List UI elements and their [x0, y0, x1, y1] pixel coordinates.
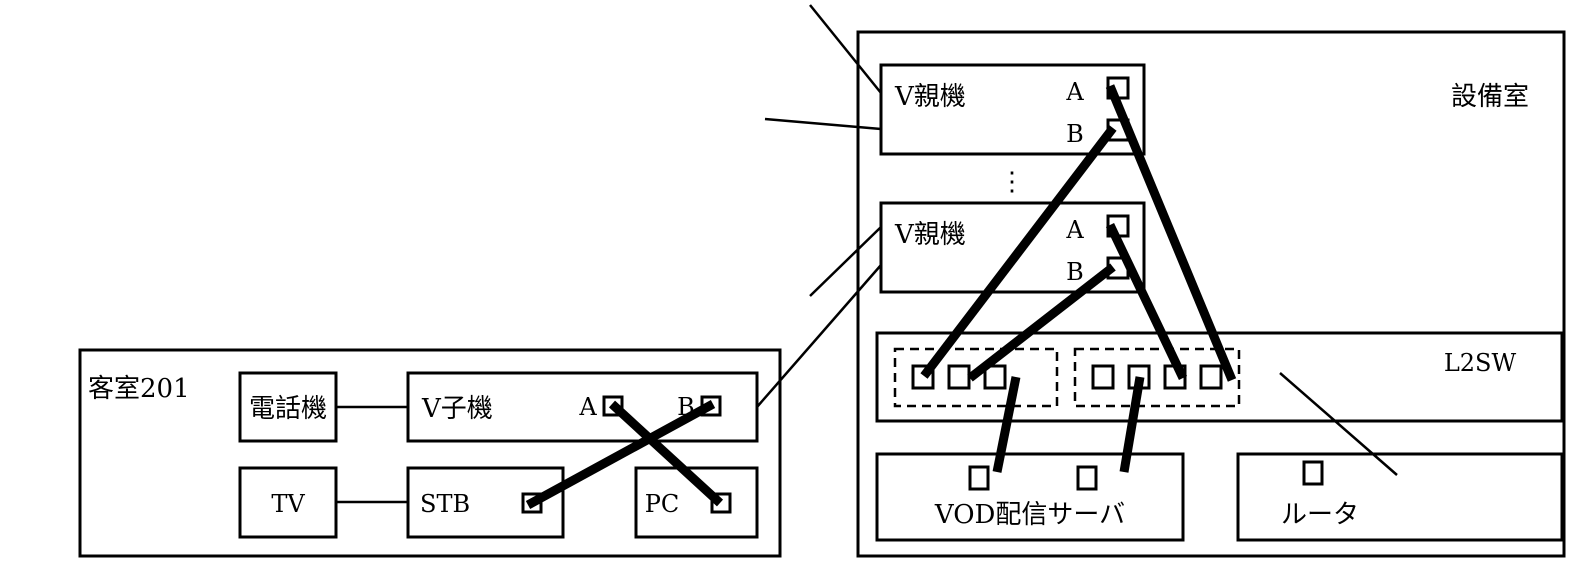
l2sw-to-vod-cable-1 — [992, 376, 1021, 473]
ellipsis: ⋮ — [999, 167, 1025, 197]
l2sw-port-3[interactable] — [983, 364, 1007, 390]
l2sw-to-router-link — [1279, 372, 1398, 476]
vod-server-label: VOD配信サーバ — [934, 500, 1125, 530]
l2sw-port-group-1 — [893, 347, 1059, 408]
external-line-1 — [809, 4, 882, 94]
v-parent-1-b-to-l2sw-cable — [920, 125, 1117, 379]
tv-label: TV — [271, 490, 305, 518]
router-device[interactable]: ルータ — [1236, 452, 1564, 542]
v-parent-2-label: V親機 — [894, 220, 966, 250]
equipment-room-label: 設備室 — [1451, 82, 1529, 112]
v-parent-1-label: V親機 — [894, 82, 966, 112]
l2sw-device[interactable]: L2SW — [875, 331, 1564, 423]
vod-server-port-2[interactable] — [1076, 465, 1098, 491]
v-child-a-to-pc-cable — [608, 400, 724, 507]
stb-label: STB — [420, 490, 470, 518]
v-child-port-a-label: A — [578, 393, 597, 421]
v-parent-1-port-b-label: B — [1066, 120, 1084, 148]
router-label: ルータ — [1281, 500, 1359, 530]
phone-label: 電話機 — [249, 394, 327, 424]
equipment-room — [856, 30, 1566, 558]
v-parent-2-a-to-l2sw-cable — [1105, 223, 1188, 380]
external-line-2 — [764, 117, 882, 131]
pc-label: PC — [645, 490, 680, 518]
l2sw-to-vod-cable-2 — [1119, 376, 1145, 473]
guest-room-label: 客室201 — [88, 374, 190, 404]
v-child-b-to-stb-cable — [525, 400, 716, 509]
vod-server-port-1[interactable] — [968, 465, 990, 491]
v-parent-1-a-to-l2sw-cable — [1105, 84, 1237, 382]
v-child-label: V子機 — [421, 394, 493, 424]
router-port[interactable] — [1302, 460, 1324, 486]
l2sw-port-group-2 — [1073, 347, 1241, 408]
v-parent-2-port-a-label: A — [1065, 216, 1084, 244]
phone-device[interactable]: 電話機 — [238, 371, 338, 443]
guest-room — [78, 348, 782, 558]
v-child-to-v-parent-link — [756, 264, 882, 408]
v-parent-1-port-a-label: A — [1065, 78, 1084, 106]
l2sw-port-7[interactable] — [1199, 364, 1223, 390]
l2sw-port-4[interactable] — [1091, 364, 1115, 390]
l2sw-port-2[interactable] — [947, 364, 971, 390]
v-parent-2-port-b-label: B — [1066, 258, 1084, 286]
tv-device[interactable]: TV — [238, 466, 338, 539]
v-parent-2-b-to-l2sw-cable — [967, 263, 1116, 382]
external-line-3 — [809, 226, 882, 297]
vod-server-device[interactable]: VOD配信サーバ — [875, 452, 1185, 542]
l2sw-label: L2SW — [1444, 349, 1517, 377]
v-parent-device-2[interactable]: V親機 A B — [879, 201, 1146, 294]
